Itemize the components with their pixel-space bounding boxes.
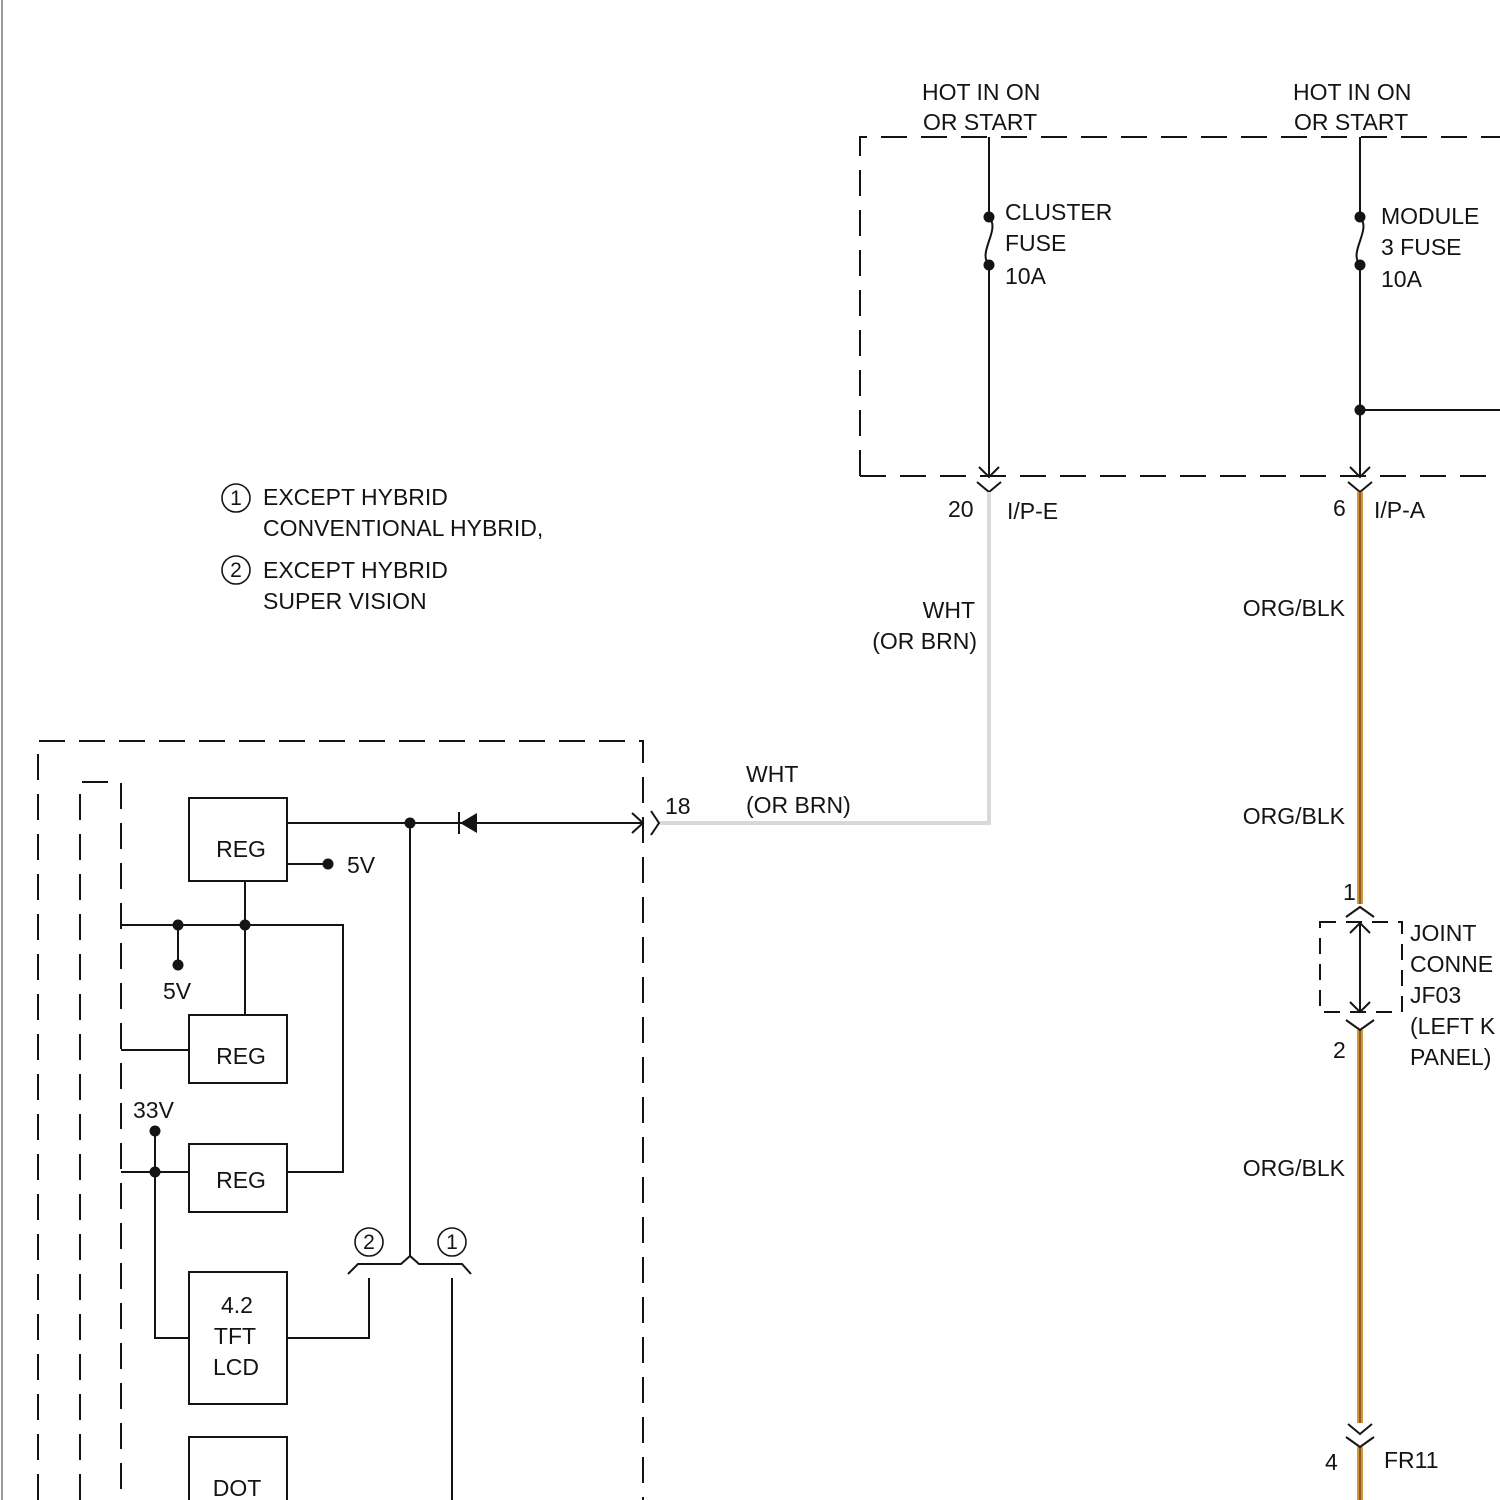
fuse-element-icon xyxy=(986,217,993,265)
female-terminal-icon xyxy=(1346,907,1374,917)
regulator-3-label: REG xyxy=(216,1167,266,1193)
jf03-pin-out: 2 xyxy=(1333,1037,1346,1063)
fuse-block-outline-top xyxy=(860,137,1500,476)
cluster-input-pin: 18 xyxy=(665,793,691,819)
female-terminal-icon xyxy=(651,811,659,835)
instrument-cluster: 18 REG 5V 5V REG 33V REG xyxy=(38,741,691,1500)
option-2-branch xyxy=(287,1278,369,1338)
module-fuse-name-line1: MODULE xyxy=(1381,203,1479,229)
terminal-dot xyxy=(173,960,184,971)
jf03-label-line3: JF03 xyxy=(1410,982,1461,1008)
wht-wire-label-vertical: WHT xyxy=(923,597,975,623)
tft-lcd-label-line3: LCD xyxy=(213,1354,259,1380)
cluster-fuse-name-line1: CLUSTER xyxy=(1005,199,1112,225)
bus-5v-label: 5V xyxy=(163,978,192,1004)
power-source-2-line1: HOT IN ON xyxy=(1293,79,1411,105)
wht-wire-label-horizontal: WHT xyxy=(746,761,798,787)
legend-option-1-line1: EXCEPT HYBRID xyxy=(263,484,448,510)
power-source-1-line1: HOT IN ON xyxy=(922,79,1040,105)
wht-wire-alt-label-vertical: (OR BRN) xyxy=(872,628,977,654)
joint-connector-jf03: 1 2 JOINT CONNE JF03 (LEFT K PANEL) xyxy=(1320,879,1496,1070)
module-fuse-rating: 10A xyxy=(1381,266,1423,292)
legend-option-2-line2: SUPER VISION xyxy=(263,588,427,614)
diode-icon xyxy=(460,813,477,833)
female-terminal-icon xyxy=(1346,1437,1374,1447)
jf03-label-line5: PANEL) xyxy=(1410,1044,1491,1070)
regulator-1-output-label: 5V xyxy=(347,852,376,878)
power-source-1-line2: OR START xyxy=(923,109,1037,135)
connector-fr11: 4 FR11 xyxy=(1325,1424,1439,1475)
cluster-inner-outline xyxy=(80,782,121,1500)
cluster-fuse-rating: 10A xyxy=(1005,263,1047,289)
jf03-label-line1: JOINT xyxy=(1410,920,1476,946)
org-blk-wire: ORG/BLK ORG/BLK ORG/BLK xyxy=(1243,492,1360,1500)
connector-fr11-name: FR11 xyxy=(1384,1447,1439,1473)
fuse-block: HOT IN ON OR START HOT IN ON OR START CL… xyxy=(860,79,1500,477)
male-terminal-icon xyxy=(1348,1424,1372,1434)
female-terminal-icon xyxy=(977,482,1001,492)
legend-option-2-number: 2 xyxy=(230,559,242,582)
connector-ip-e-pin: 20 xyxy=(948,496,974,522)
org-blk-wire-label: ORG/BLK xyxy=(1243,803,1346,829)
switch-option-1: 1 xyxy=(446,1231,458,1254)
wht-wire xyxy=(660,492,989,823)
switch-option-2: 2 xyxy=(363,1231,375,1254)
jf03-label-line4: (LEFT K xyxy=(1410,1013,1496,1039)
connector-fr11-pin: 4 xyxy=(1325,1449,1338,1475)
module-fuse-name-line2: 3 FUSE xyxy=(1381,234,1462,260)
female-terminal-icon xyxy=(1346,1020,1374,1030)
cluster-fuse: CLUSTER FUSE 10A xyxy=(984,137,1113,477)
legend-option-1-line2: CONVENTIONAL HYBRID, xyxy=(263,515,543,541)
org-blk-wire-label: ORG/BLK xyxy=(1243,595,1346,621)
legend-option-2-line1: EXCEPT HYBRID xyxy=(263,557,448,583)
regulator-2-label: REG xyxy=(216,1043,266,1069)
option-switch-icon xyxy=(348,1256,471,1274)
regulator-1-label: REG xyxy=(216,836,266,862)
wht-wire-alt-label-horizontal: (OR BRN) xyxy=(746,792,851,818)
tft-lcd-label-line1: 4.2 xyxy=(221,1292,253,1318)
connector-ip-e-name: I/P-E xyxy=(1007,498,1058,524)
connector-ip-a-pin: 6 xyxy=(1333,495,1346,521)
power-source-2-line2: OR START xyxy=(1294,109,1408,135)
dot-module-label: DOT xyxy=(213,1475,262,1500)
jf03-label-line2: CONNE xyxy=(1410,951,1493,977)
org-blk-wire-label: ORG/BLK xyxy=(1243,1155,1346,1181)
legend-option-1-number: 1 xyxy=(230,487,242,510)
module-3-fuse: MODULE 3 FUSE 10A xyxy=(1355,137,1500,477)
bus-33v-line xyxy=(155,1131,189,1338)
jf03-pin-in: 1 xyxy=(1343,879,1356,905)
legend: 1 EXCEPT HYBRID CONVENTIONAL HYBRID, 2 E… xyxy=(222,484,543,614)
cluster-fuse-name-line2: FUSE xyxy=(1005,230,1066,256)
terminal-dot xyxy=(323,859,334,870)
splice-dot xyxy=(240,920,251,931)
female-terminal-icon xyxy=(1348,482,1372,492)
tft-lcd-label-line2: TFT xyxy=(214,1323,256,1349)
connector-ip-a-name: I/P-A xyxy=(1374,497,1426,523)
cluster-outline xyxy=(38,741,643,1500)
bus-33v-label: 33V xyxy=(133,1097,175,1123)
fuse-element-icon xyxy=(1357,217,1364,265)
